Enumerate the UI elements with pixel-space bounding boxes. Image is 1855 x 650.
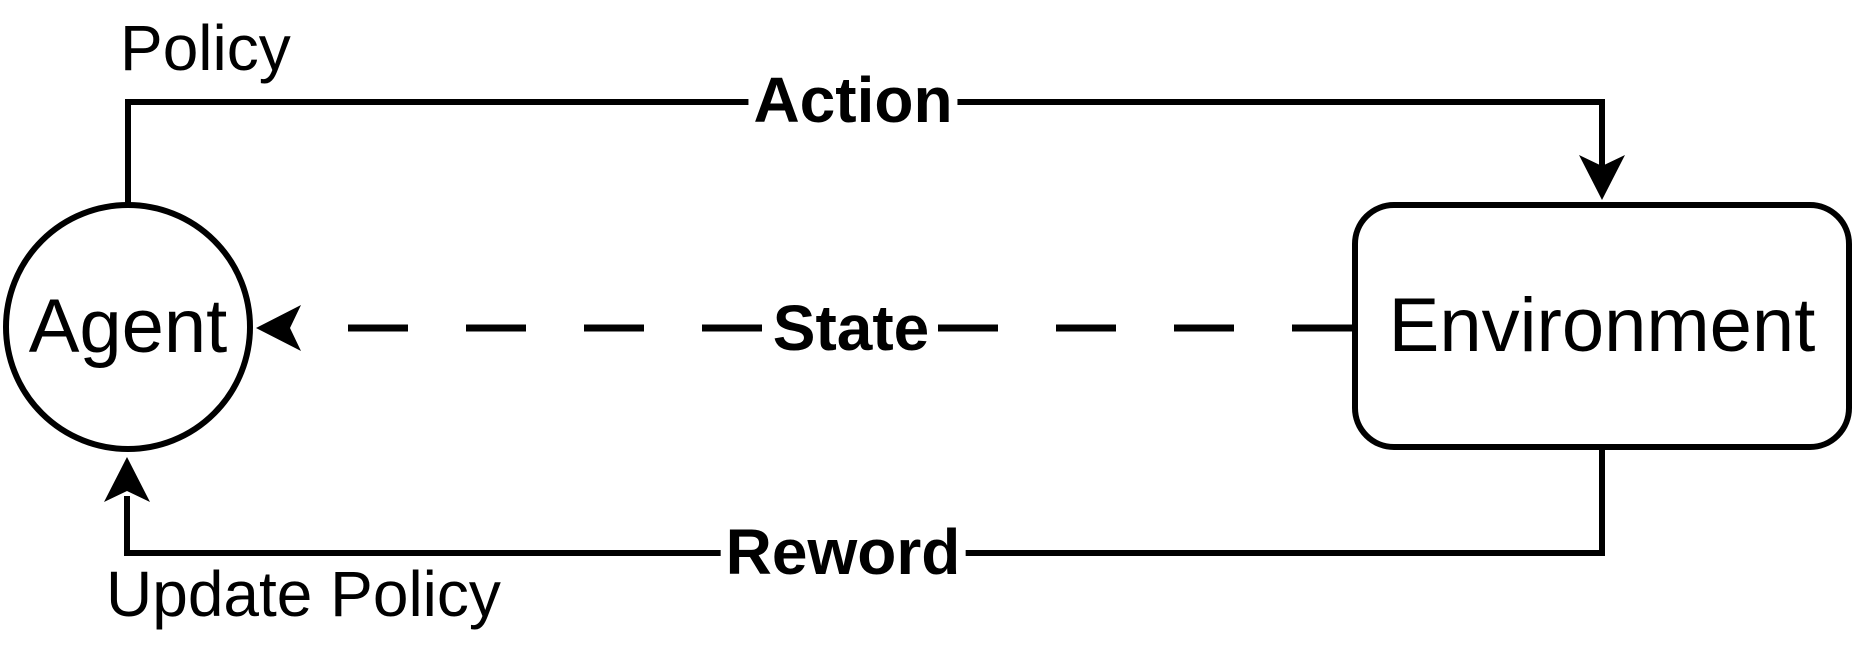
update-policy-annotation: Update Policy: [106, 558, 501, 630]
environment-node-label: Environment: [1388, 283, 1816, 368]
agent-node: Agent: [3, 202, 253, 452]
agent-node-label: Agent: [28, 284, 228, 369]
action-arrowhead-icon: [1579, 155, 1625, 200]
policy-annotation: Policy: [120, 12, 291, 84]
reword-edge-label: Reword: [720, 520, 966, 584]
state-edge-label: State: [767, 296, 935, 360]
reword-arrowhead-icon: [104, 457, 150, 502]
environment-node: Environment: [1352, 202, 1852, 450]
state-arrowhead-icon: [256, 305, 301, 351]
action-edge-label: Action: [748, 68, 958, 132]
